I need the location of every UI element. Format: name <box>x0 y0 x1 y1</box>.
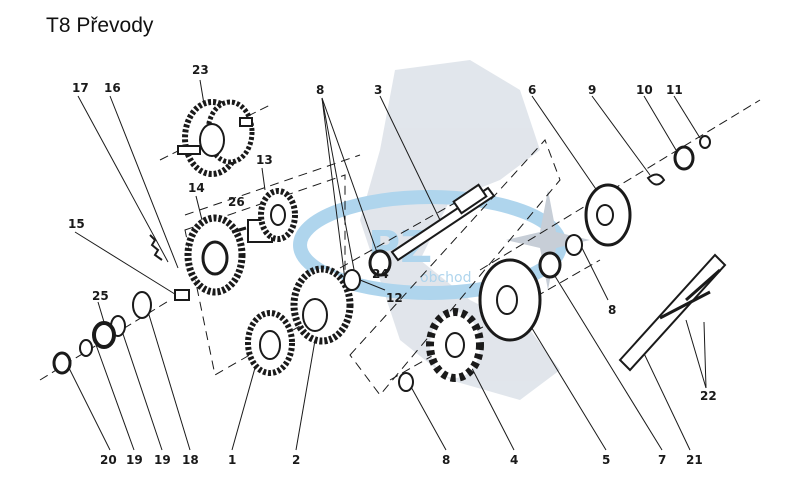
label-8-right: 8 <box>608 303 616 317</box>
part-18-washer <box>132 291 152 319</box>
part-1-gear <box>245 310 295 376</box>
part-10-washer <box>673 145 695 171</box>
label-21: 21 <box>686 453 703 467</box>
part-8-circlip-right <box>565 234 583 256</box>
label-20: 20 <box>100 453 117 467</box>
part-20-washer <box>52 351 72 375</box>
part-16-spring <box>149 234 163 261</box>
part-26-pin <box>231 226 247 234</box>
part-6-flange <box>584 183 632 247</box>
part-19-ring-b <box>79 339 93 357</box>
label-11: 11 <box>666 83 683 97</box>
label-26: 26 <box>228 195 245 209</box>
watermark-sub: obchod <box>420 270 471 286</box>
label-23: 23 <box>192 63 209 77</box>
part-9-clip <box>646 173 666 186</box>
label-4: 4 <box>510 453 518 467</box>
label-18: 18 <box>182 453 199 467</box>
output-box <box>349 139 561 396</box>
part-12-circlip <box>343 269 361 291</box>
label-19b: 19 <box>154 453 171 467</box>
label-8-bottom: 8 <box>442 453 450 467</box>
part-14-gear <box>184 214 246 296</box>
label-1: 1 <box>228 453 236 467</box>
part-7-washer <box>538 251 562 279</box>
part-labels: 23 17 16 8 3 6 9 10 11 13 14 26 15 24 12… <box>68 63 717 467</box>
label-12: 12 <box>386 291 403 305</box>
part-25-bearing <box>92 321 116 349</box>
label-22: 22 <box>700 389 717 403</box>
part-4-sprocket <box>426 308 484 382</box>
label-15: 15 <box>68 217 85 231</box>
part-11-nut <box>699 135 711 149</box>
label-10: 10 <box>636 83 653 97</box>
part-21-chain <box>618 253 727 372</box>
gearbox-box <box>184 174 346 376</box>
part-15-key <box>174 289 190 301</box>
label-9: 9 <box>588 83 596 97</box>
part-23-double-gear <box>177 99 255 177</box>
label-2: 2 <box>292 453 300 467</box>
label-19a: 19 <box>126 453 143 467</box>
leader-lines <box>65 79 707 451</box>
label-13: 13 <box>256 153 273 167</box>
part-2-gear <box>290 265 354 345</box>
part-3-shaft <box>390 183 496 262</box>
label-25: 25 <box>92 289 109 303</box>
part-24-bearing <box>368 249 392 277</box>
label-3: 3 <box>374 83 382 97</box>
label-8-top: 8 <box>316 83 324 97</box>
label-16: 16 <box>104 81 121 95</box>
label-6: 6 <box>528 83 536 97</box>
part-13-gear <box>247 188 298 243</box>
label-17: 17 <box>72 81 89 95</box>
part-5-disc <box>478 258 542 342</box>
label-5: 5 <box>602 453 610 467</box>
label-14: 14 <box>188 181 205 195</box>
diagram-title: T8 Převody <box>46 14 154 37</box>
label-7: 7 <box>658 453 666 467</box>
part-8-circlip-bottom <box>398 372 414 392</box>
label-24: 24 <box>372 267 389 281</box>
